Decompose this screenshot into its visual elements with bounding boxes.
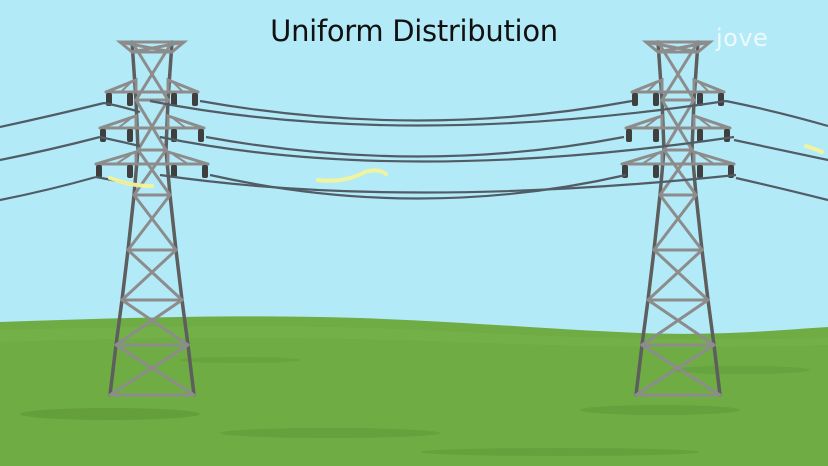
- tower-brace: [120, 298, 190, 347]
- right-tower-icon: [620, 40, 736, 397]
- insulator: [626, 129, 632, 142]
- power-line: [149, 99, 727, 127]
- power-line: [103, 101, 141, 114]
- tower-arm: [166, 77, 199, 94]
- tower-arm: [95, 149, 138, 166]
- insulator: [653, 93, 659, 106]
- insulator: [127, 165, 133, 178]
- tower-brace: [662, 148, 698, 197]
- insulator: [653, 129, 659, 142]
- insulator: [697, 93, 703, 106]
- tower-brace: [136, 98, 170, 152]
- tower-leg: [108, 40, 140, 397]
- current-glow-icon: [108, 144, 824, 188]
- power-line: [205, 135, 625, 158]
- insulator: [724, 129, 730, 142]
- tower-leg: [164, 40, 196, 397]
- power-line: [0, 135, 101, 162]
- insulator: [202, 165, 208, 178]
- grass-patch: [220, 428, 440, 438]
- tower-brace: [640, 343, 722, 397]
- grass-patch: [580, 405, 740, 415]
- power-line: [159, 135, 735, 163]
- tower-brace: [134, 98, 168, 152]
- tower-arm: [692, 77, 725, 94]
- tower-brace: [634, 343, 716, 397]
- grass-patch: [20, 408, 200, 420]
- power-line: [199, 99, 633, 122]
- tower-leg: [690, 40, 722, 397]
- power-line: [159, 173, 737, 194]
- tower-brace: [662, 98, 696, 152]
- left-tower-icon: [94, 40, 210, 397]
- tower-brace: [640, 298, 710, 347]
- tower-arm: [625, 113, 664, 130]
- tower-arm: [105, 77, 138, 94]
- power-lines: [0, 99, 828, 202]
- tower-arm: [631, 77, 664, 94]
- tower-arm: [692, 149, 735, 166]
- tower-leg: [634, 40, 666, 397]
- insulator: [653, 165, 659, 178]
- insulator: [198, 129, 204, 142]
- tower-brace: [652, 248, 710, 302]
- tower-brace: [126, 248, 184, 302]
- tower-brace: [126, 193, 172, 252]
- tower-arm: [166, 149, 209, 166]
- power-line: [725, 99, 828, 128]
- tower-brace: [658, 148, 694, 197]
- insulator: [100, 129, 106, 142]
- power-line: [0, 175, 97, 202]
- tower-brace: [114, 298, 184, 347]
- tower-brace: [114, 343, 196, 397]
- tower-brace: [652, 193, 698, 252]
- insulator: [127, 93, 133, 106]
- tower-brace: [136, 148, 172, 197]
- insulator: [718, 93, 724, 106]
- grass-patch: [670, 366, 810, 374]
- tower-arm: [99, 113, 138, 130]
- insulator: [171, 165, 177, 178]
- tower-brace: [120, 248, 178, 302]
- tower-arm: [166, 113, 205, 130]
- insulator: [697, 129, 703, 142]
- insulator: [127, 129, 133, 142]
- tower-brace: [646, 248, 704, 302]
- tower-arm: [692, 113, 731, 130]
- tower-brace: [646, 298, 716, 347]
- power-line: [0, 101, 105, 129]
- insulator: [192, 93, 198, 106]
- power-line: [99, 135, 141, 148]
- grass-shade: [0, 326, 828, 347]
- tower-brace: [658, 193, 704, 252]
- power-line: [733, 138, 828, 162]
- jove-logo: jove: [716, 24, 769, 52]
- insulator: [96, 165, 102, 178]
- power-line: [735, 176, 828, 202]
- grass-patch: [420, 448, 700, 456]
- insulator: [697, 165, 703, 178]
- tower-arm: [621, 149, 664, 166]
- slide-title: Uniform Distribution: [270, 14, 558, 48]
- tower-brace: [132, 148, 168, 197]
- grass-patch: [180, 357, 300, 363]
- tower-brace: [132, 193, 178, 252]
- insulator: [632, 93, 638, 106]
- insulator: [171, 93, 177, 106]
- grass-field: [0, 316, 828, 466]
- tower-brace: [108, 343, 190, 397]
